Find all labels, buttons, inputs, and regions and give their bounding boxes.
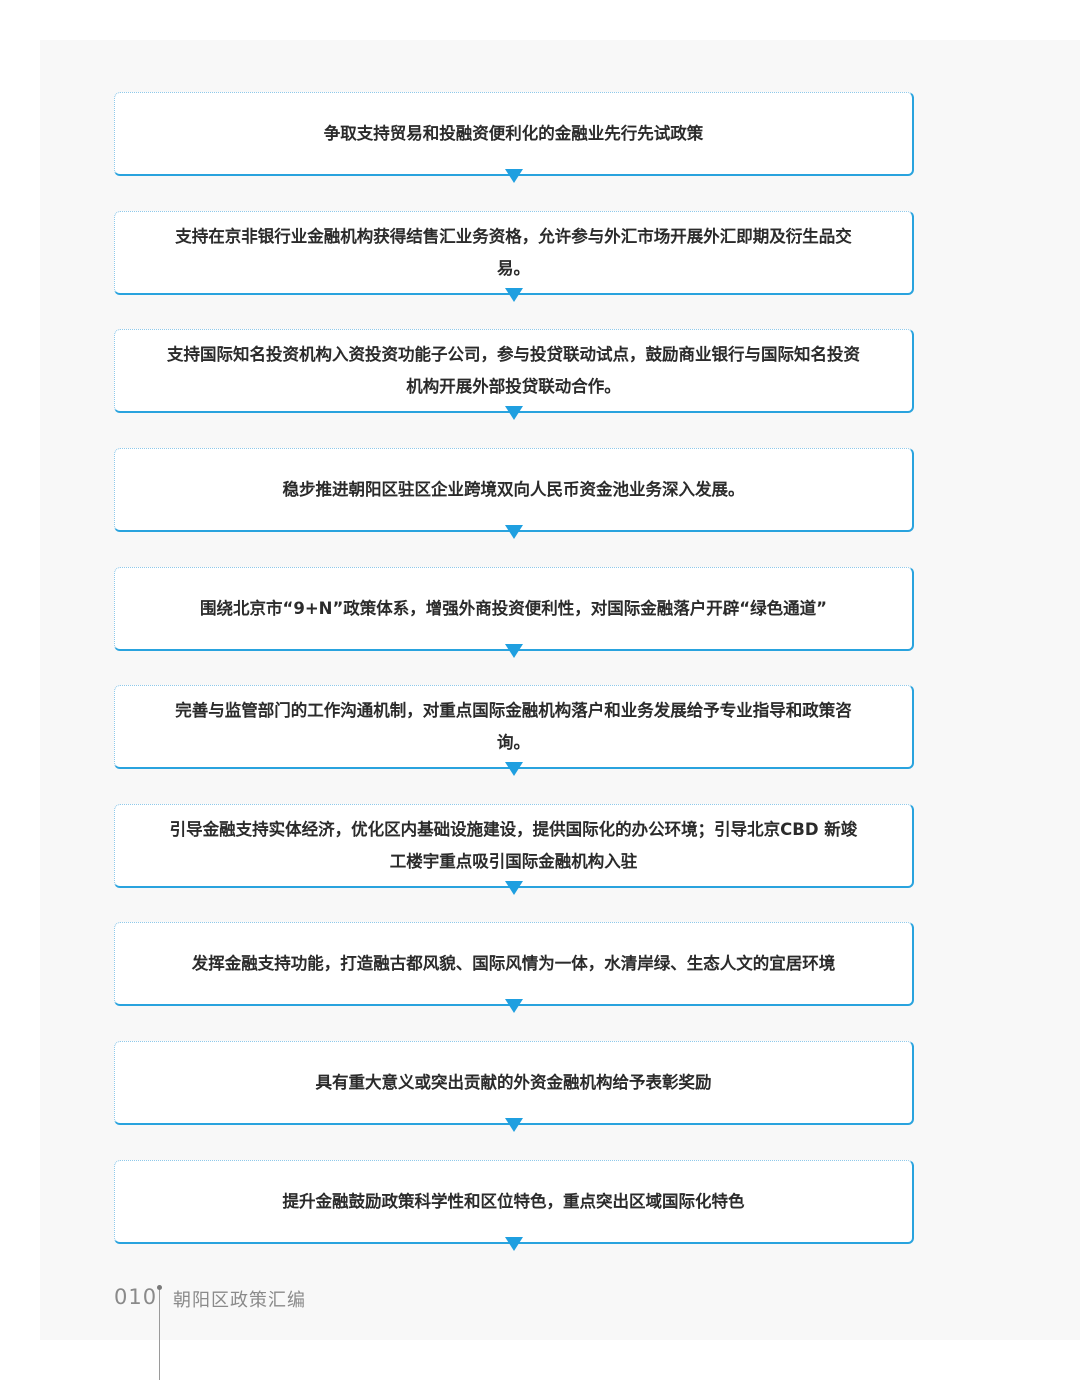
footer-dot	[157, 1285, 162, 1290]
policy-step-text: 提升金融鼓励政策科学性和区位特色，重点突出区域国际化特色	[282, 1191, 745, 1211]
arrow-down-icon	[505, 169, 523, 183]
arrow-down-icon	[505, 288, 523, 302]
arrow-down-icon	[505, 1237, 523, 1251]
policy-step-text: 稳步推进朝阳区驻区企业跨境双向人民币资金池业务深入发展。	[282, 479, 745, 499]
arrow-down-icon	[505, 1118, 523, 1132]
policy-step-4: 稳步推进朝阳区驻区企业跨境双向人民币资金池业务深入发展。	[114, 448, 914, 532]
policy-step-6: 完善与监管部门的工作沟通机制，对重点国际金融机构落户和业务发展给予专业指导和政策…	[114, 685, 914, 769]
policy-step-text: 争取支持贸易和投融资便利化的金融业先行先试政策	[323, 123, 704, 143]
policy-step-text: 支持在京非银行业金融机构获得结售汇业务资格，允许参与外汇市场开展外汇即期及衍生品…	[175, 226, 852, 278]
policy-step-2: 支持在京非银行业金融机构获得结售汇业务资格，允许参与外汇市场开展外汇即期及衍生品…	[114, 211, 914, 295]
policy-step-text: 完善与监管部门的工作沟通机制，对重点国际金融机构落户和业务发展给予专业指导和政策…	[175, 700, 852, 752]
footer-divider	[159, 1287, 160, 1380]
policy-step-7: 引导金融支持实体经济，优化区内基础设施建设，提供国际化的办公环境；引导北京CBD…	[114, 804, 914, 888]
arrow-down-icon	[505, 644, 523, 658]
policy-step-1: 争取支持贸易和投融资便利化的金融业先行先试政策	[114, 92, 914, 176]
footer-title: 朝阳区政策汇编	[173, 1290, 306, 1311]
arrow-down-icon	[505, 525, 523, 539]
policy-step-9: 具有重大意义或突出贡献的外资金融机构给予表彰奖励	[114, 1041, 914, 1125]
policy-step-3: 支持国际知名投资机构入资投资功能子公司，参与投贷联动试点，鼓励商业银行与国际知名…	[114, 329, 914, 413]
policy-step-8: 发挥金融支持功能，打造融古都风貌、国际风情为一体，水清岸绿、生态人文的宜居环境	[114, 922, 914, 1006]
arrow-down-icon	[505, 406, 523, 420]
policy-step-10: 提升金融鼓励政策科学性和区位特色，重点突出区域国际化特色	[114, 1160, 914, 1244]
arrow-down-icon	[505, 881, 523, 895]
page-number: 010	[114, 1285, 158, 1309]
policy-step-text: 具有重大意义或突出贡献的外资金融机构给予表彰奖励	[315, 1072, 712, 1092]
arrow-down-icon	[505, 762, 523, 776]
policy-step-5: 围绕北京市“9+N”政策体系，增强外商投资便利性，对国际金融落户开辟“绿色通道”	[114, 567, 914, 651]
arrow-down-icon	[505, 999, 523, 1013]
policy-step-text: 围绕北京市“9+N”政策体系，增强外商投资便利性，对国际金融落户开辟“绿色通道”	[200, 598, 827, 618]
policy-step-text: 发挥金融支持功能，打造融古都风貌、国际风情为一体，水清岸绿、生态人文的宜居环境	[191, 953, 836, 973]
policy-step-text: 引导金融支持实体经济，优化区内基础设施建设，提供国际化的办公环境；引导北京CBD…	[169, 819, 858, 871]
policy-step-text: 支持国际知名投资机构入资投资功能子公司，参与投贷联动试点，鼓励商业银行与国际知名…	[167, 344, 860, 396]
